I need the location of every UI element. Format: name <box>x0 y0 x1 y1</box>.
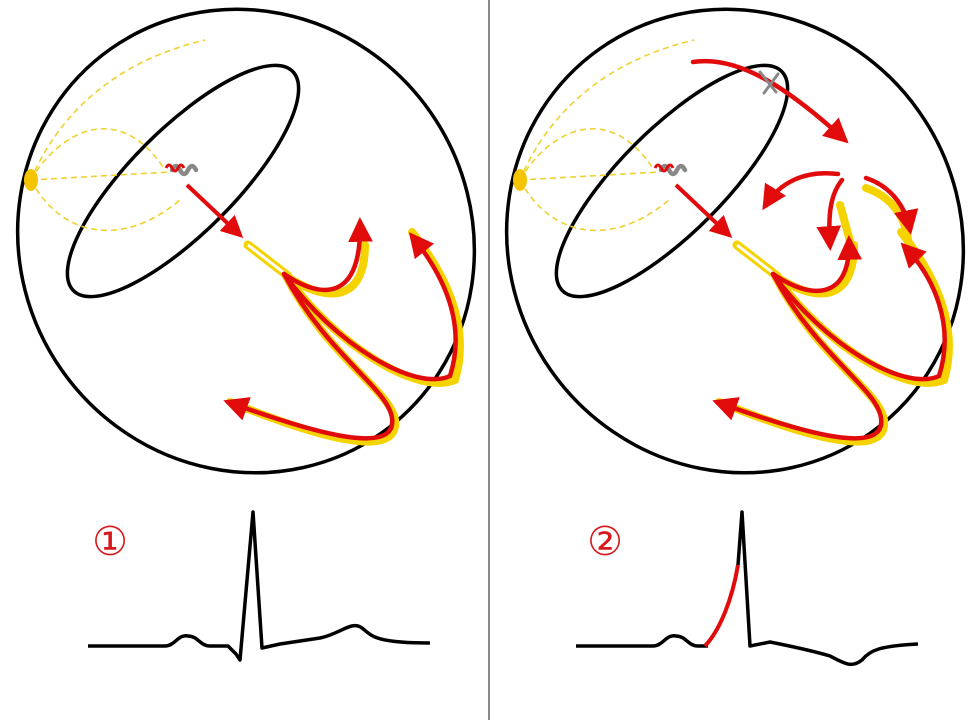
purkinje-branches <box>223 217 458 441</box>
sinus-node <box>513 169 527 191</box>
purkinje-branches <box>712 235 947 441</box>
ecg-trace-ectopic <box>576 634 708 648</box>
ectopic-arrow-down <box>816 177 845 251</box>
ectopic-arrow-left <box>762 171 841 211</box>
av-node-block <box>658 163 688 177</box>
panel-label-1: ① <box>92 519 128 565</box>
delta-wave <box>703 564 740 648</box>
branch-left <box>223 271 395 441</box>
ectopic-conduction <box>690 58 919 251</box>
atrial-pathways <box>30 39 206 232</box>
av-node-path <box>164 163 186 173</box>
ectopic-arrow-main <box>690 58 849 144</box>
av-node-path <box>653 163 675 173</box>
panel-label-2: ② <box>587 519 623 565</box>
atrial-pathways <box>519 39 695 232</box>
ecg-trace-normal <box>88 510 431 662</box>
ectopic-arrow-right <box>863 175 919 235</box>
his-arrow <box>185 183 244 239</box>
panel-2 <box>504 7 966 667</box>
av-node-block <box>169 163 199 177</box>
heart-outline <box>504 7 966 475</box>
his-arrow <box>674 183 733 239</box>
sinus-node <box>24 169 38 191</box>
heart-outline <box>15 7 477 475</box>
block-mark-icon <box>758 70 780 95</box>
branch-right <box>281 232 458 382</box>
ecg-trace-ectopic-qrs <box>736 510 919 667</box>
branch-septal <box>281 217 373 293</box>
panel-1 <box>15 7 477 662</box>
